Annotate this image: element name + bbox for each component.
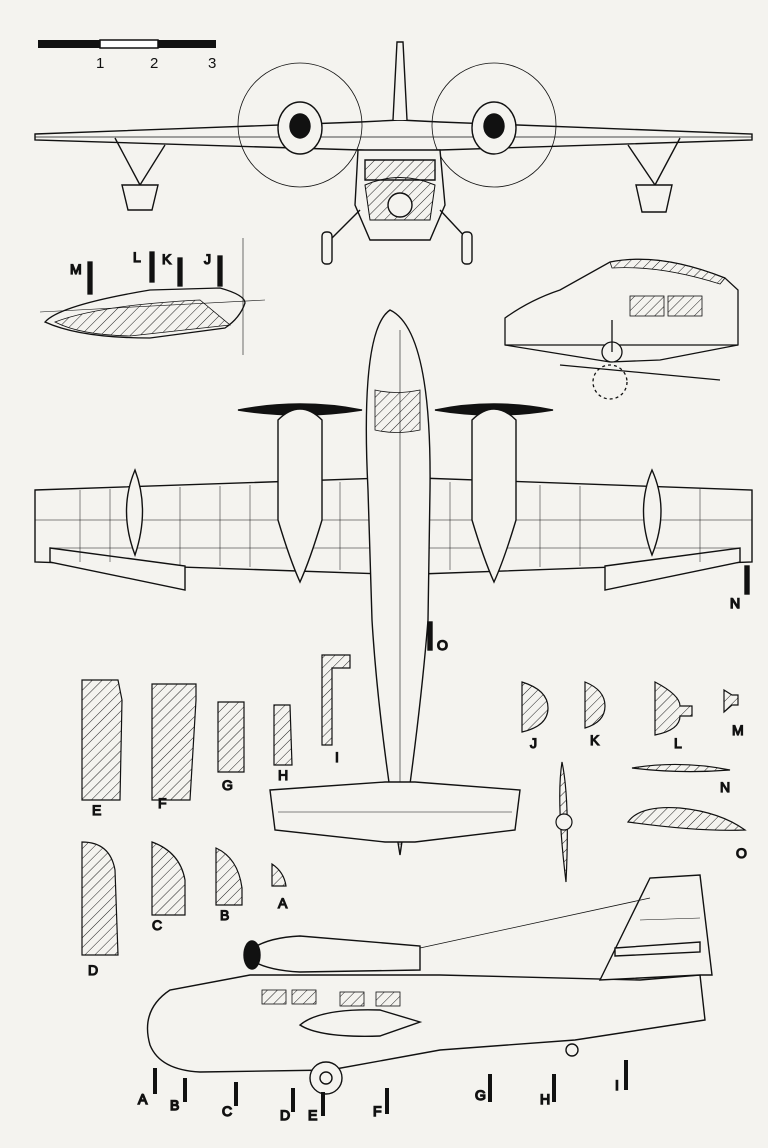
propeller-blade-view [555,761,573,883]
station-label-o-plan: O [437,637,448,653]
side-label-i: I [615,1077,619,1093]
section-label-a: A [278,895,288,911]
nacelle-side-view: M L K J [39,238,266,355]
section-label-e: E [92,802,101,818]
scale-tick-3: 3 [208,55,216,72]
hull-sections: E F G H I D C B A [81,654,351,979]
station-label-l-nacelle: L [133,249,141,265]
scale-tick-1: 1 [96,55,104,72]
section-label-o: O [736,845,747,861]
station-label-k-nacelle: K [162,251,172,267]
section-label-c: C [152,917,162,933]
scale-tick-2: 2 [150,55,158,72]
front-view [34,41,753,265]
section-label-i: I [335,749,339,765]
section-label-n: N [720,779,730,795]
section-label-m: M [732,722,744,738]
cockpit-gear-detail [504,258,739,400]
wing-nacelle-sections: J K L M N O [521,681,748,862]
section-label-k: K [590,732,600,748]
side-view: A B C D E F G H I [137,874,713,1124]
section-label-j: J [530,735,537,751]
side-label-e: E [308,1107,317,1123]
scale-bar: 1 2 3 [38,39,216,72]
section-label-h: H [278,767,288,783]
side-label-a: A [138,1091,148,1107]
station-label-j-nacelle: J [204,251,211,267]
section-label-b: B [220,907,229,923]
section-label-g: G [222,777,233,793]
section-label-f: F [158,795,167,811]
side-label-d: D [280,1107,290,1123]
side-label-b: B [170,1097,179,1113]
station-label-m-nacelle: M [70,261,82,277]
side-label-f: F [373,1103,382,1119]
side-label-g: G [475,1087,486,1103]
station-label-n-plan: N [730,595,740,611]
side-label-c: C [222,1103,232,1119]
section-label-d: D [88,962,98,978]
section-label-l: L [674,735,682,751]
plan-view: O N [34,309,753,856]
side-label-h: H [540,1091,550,1107]
